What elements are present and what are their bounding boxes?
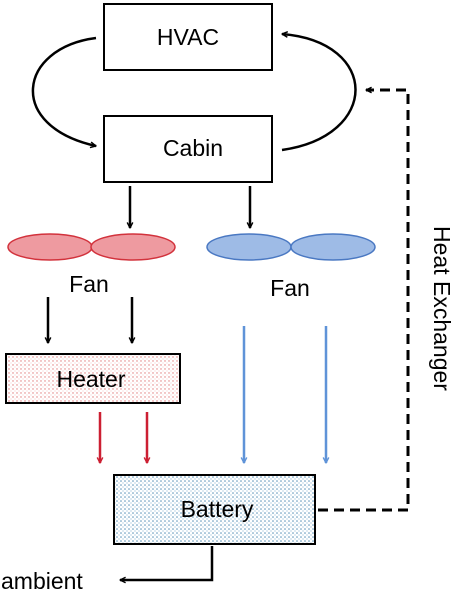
hvac-node: HVAC [103,3,273,71]
right-fan: Fan [206,233,376,301]
hvac-to-cabin-arrow [31,36,96,146]
battery-label: Battery [181,496,254,522]
cabin-label: Cabin [163,135,223,161]
left-fan-label: Fan [69,271,109,297]
heater-label: Heater [56,366,125,392]
battery-node: Battery [113,474,316,545]
battery-box [113,474,316,545]
hvac-label: HVAC [157,24,219,50]
ambient-label: ambient [1,568,83,594]
hvac-box [103,3,273,71]
cabin-box [103,115,273,183]
battery-to-ambient-arrow [120,546,214,580]
heater-box [5,353,181,404]
heat-exchanger-line [318,90,410,512]
right-fan-icon [206,233,376,261]
left-fan: Fan [7,233,176,297]
cabin-node: Cabin [103,115,273,183]
cabin-to-hvac-arrow [282,34,357,152]
right-fan-label: Fan [270,275,310,301]
heater-node: Heater [5,353,181,404]
left-fan-icon [7,233,176,261]
heat-exchanger-label: Heat Exchanger [429,226,455,391]
